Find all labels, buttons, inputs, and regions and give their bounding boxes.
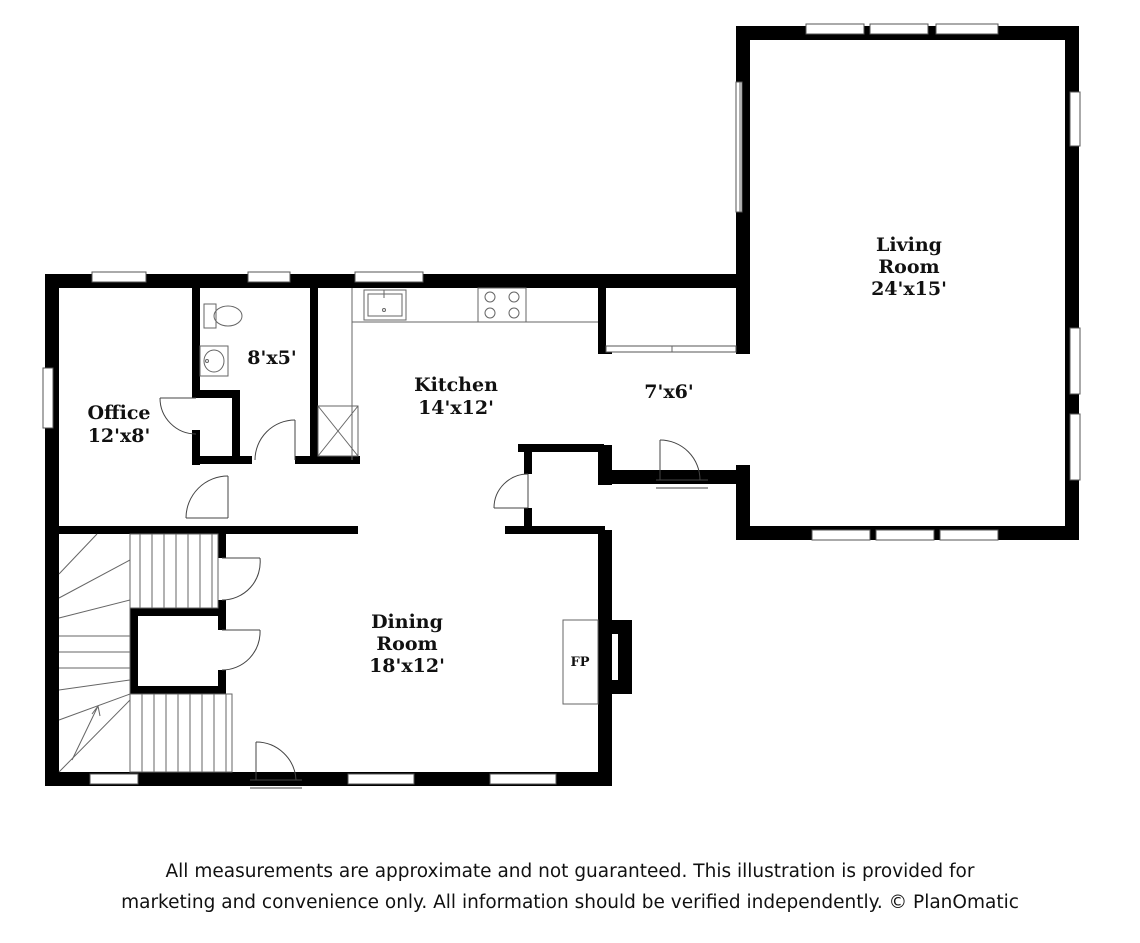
sliding-doors bbox=[605, 81, 743, 353]
disclaimer-line-1: All measurements are approximate and not… bbox=[165, 861, 975, 882]
window bbox=[811, 529, 871, 541]
window bbox=[247, 271, 291, 283]
kitchen-size: 14'x12' bbox=[418, 397, 494, 419]
window bbox=[91, 271, 147, 283]
window bbox=[935, 23, 999, 35]
living-name-line2: Room bbox=[878, 256, 939, 278]
window bbox=[489, 773, 557, 785]
window bbox=[1069, 327, 1081, 395]
window bbox=[939, 529, 999, 541]
window bbox=[875, 529, 935, 541]
doors bbox=[159, 397, 708, 789]
disclaimer-line-2: marketing and convenience only. All info… bbox=[121, 892, 1019, 913]
stove-icon bbox=[477, 287, 527, 323]
stair-closet-door-lower bbox=[221, 629, 261, 671]
toilet-icon bbox=[203, 303, 243, 329]
pantry-icon bbox=[317, 405, 359, 457]
office-size: 12'x8' bbox=[88, 425, 151, 447]
bath-size: 8'x5' bbox=[247, 347, 296, 369]
window bbox=[869, 23, 929, 35]
dining-name-line1: Dining bbox=[371, 611, 443, 633]
sliding-door bbox=[735, 81, 743, 213]
nook-size: 7'x6' bbox=[644, 381, 693, 403]
hall-door bbox=[185, 475, 229, 519]
living-size: 24'x15' bbox=[871, 278, 947, 300]
bath-fixtures bbox=[199, 303, 243, 377]
kitchen-name: Kitchen bbox=[414, 374, 498, 396]
room-labels: Office 12'x8' 8'x5' Kitchen 14'x12' 7'x6… bbox=[87, 234, 946, 677]
window bbox=[89, 773, 139, 785]
window bbox=[347, 773, 415, 785]
window bbox=[354, 271, 424, 283]
windows bbox=[42, 23, 1081, 785]
interior-walls bbox=[45, 286, 612, 694]
window bbox=[1069, 91, 1081, 147]
stairs bbox=[58, 533, 233, 773]
living-name-line1: Living bbox=[876, 234, 942, 256]
window bbox=[805, 23, 865, 35]
dining-name-line2: Room bbox=[376, 633, 437, 655]
window bbox=[1069, 413, 1081, 481]
sliding-door bbox=[605, 345, 737, 353]
window bbox=[42, 367, 54, 429]
sink-icon bbox=[199, 345, 229, 377]
dining-size: 18'x12' bbox=[369, 655, 445, 677]
stair-closet-door-upper bbox=[221, 557, 261, 601]
front-door bbox=[250, 741, 302, 789]
exterior-walls bbox=[45, 26, 1079, 786]
back-door bbox=[656, 439, 708, 489]
office-door bbox=[159, 397, 197, 435]
bath-door bbox=[254, 419, 296, 461]
kitchen-fixtures bbox=[317, 287, 598, 460]
disclaimer: All measurements are approximate and not… bbox=[0, 856, 1140, 918]
closet-door bbox=[493, 473, 529, 509]
sink-icon bbox=[363, 289, 407, 321]
fireplace: FP bbox=[562, 619, 599, 705]
office-name: Office bbox=[87, 402, 150, 424]
fireplace-label: FP bbox=[570, 655, 589, 670]
